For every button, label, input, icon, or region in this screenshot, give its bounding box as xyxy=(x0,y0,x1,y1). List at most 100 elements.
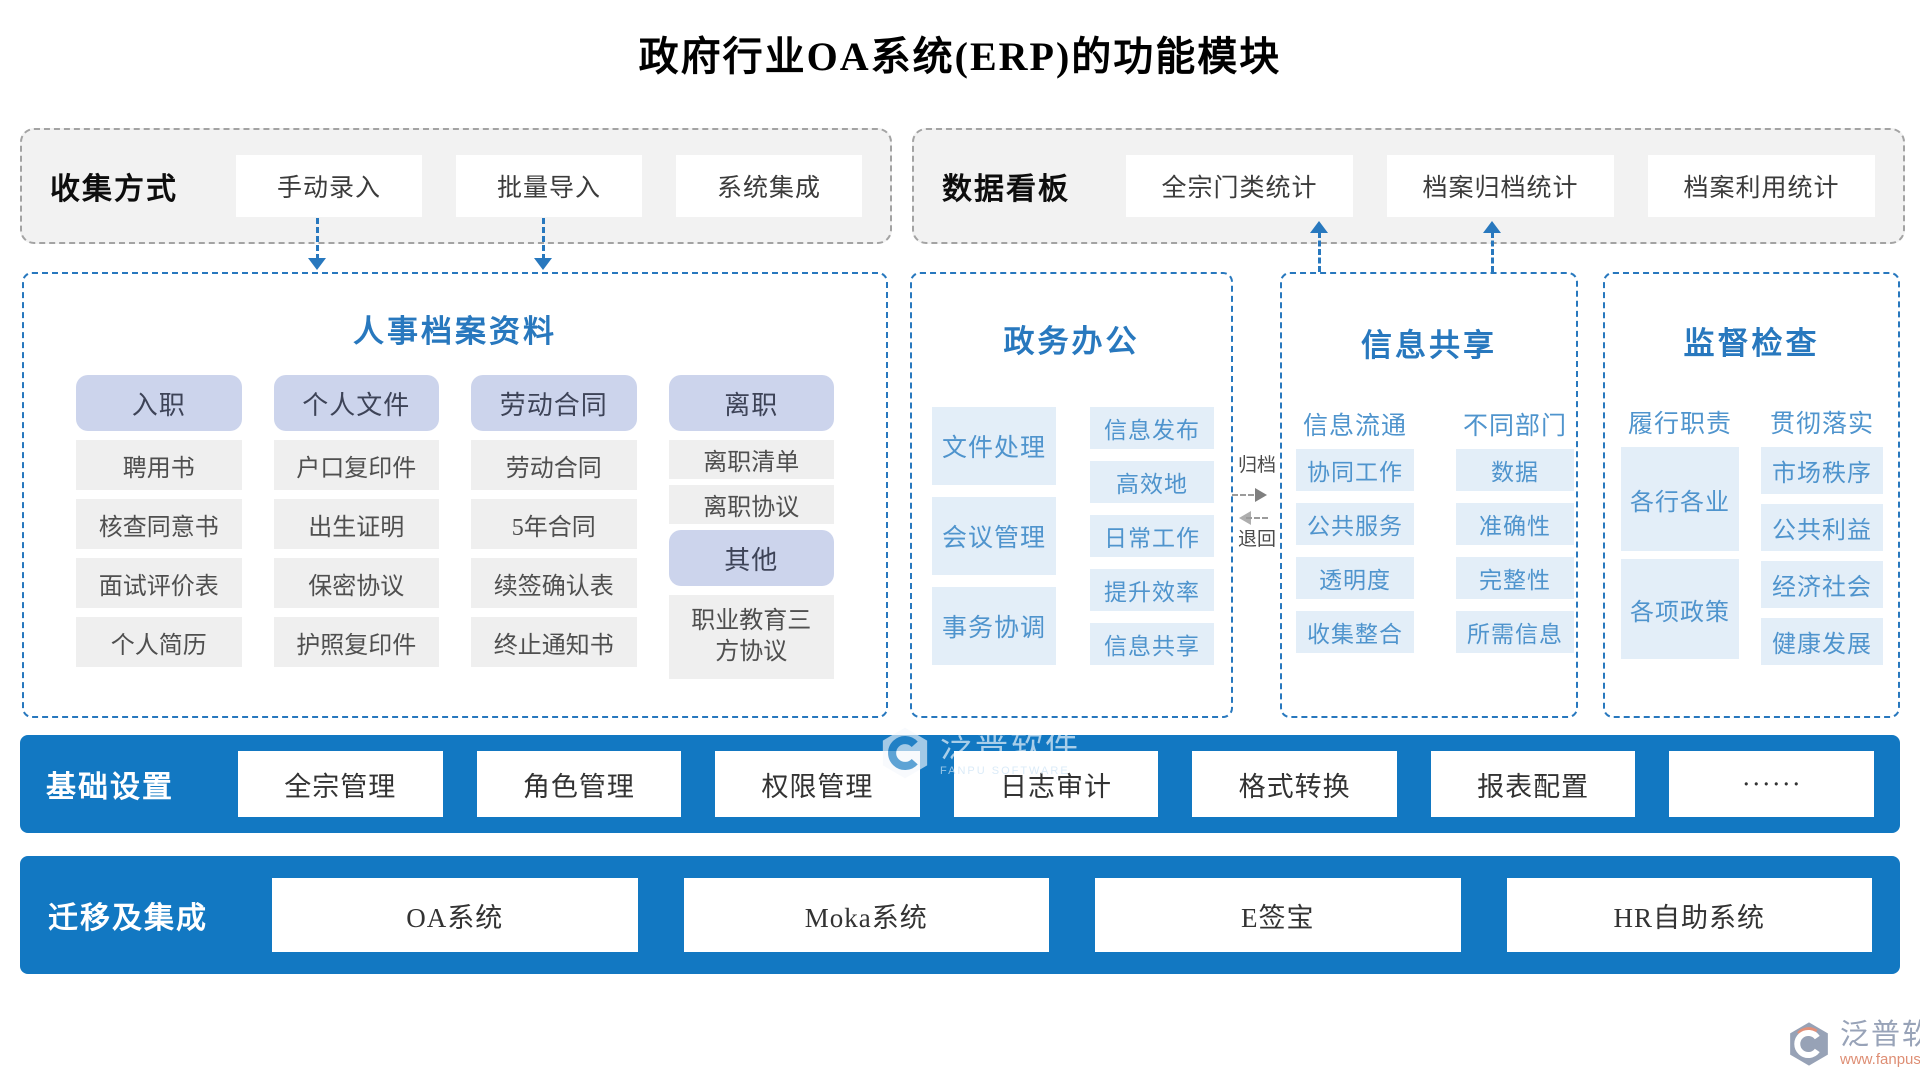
item-collect-integrate: 收集整合 xyxy=(1296,611,1414,653)
data-dashboard-panel: 数据看板 全宗门类统计 档案归档统计 档案利用统计 xyxy=(912,128,1905,244)
page-title: 政府行业OA系统(ERP)的功能模块 xyxy=(638,34,1282,79)
watermark-brand: 泛普软件 xyxy=(1840,1019,1920,1051)
item-improve-efficiency: 提升效率 xyxy=(1090,569,1214,611)
item-info-publishing: 信息发布 xyxy=(1090,407,1214,449)
item-healthy-development: 健康发展 xyxy=(1761,618,1883,665)
personnel-columns: 入职 聘用书 核查同意书 面试评价表 个人简历 个人文件 户口复印件 出生证明 … xyxy=(24,375,886,688)
collection-methods-panel: 收集方式 手动录入 批量导入 系统集成 xyxy=(20,128,892,244)
column-header-onboarding: 入职 xyxy=(76,375,242,431)
chip-oa-system: OA系统 xyxy=(272,878,638,952)
column-personal-documents: 个人文件 户口复印件 出生证明 保密协议 护照复印件 xyxy=(273,375,439,688)
info-sharing-left-column: 信息流通 协同工作 公共服务 透明度 收集整合 xyxy=(1296,405,1414,665)
gov-office-title: 政务办公 xyxy=(1003,324,1140,359)
chip-more-ellipsis: ······ xyxy=(1669,751,1875,817)
watermark-url: www.fanpusoft.com xyxy=(1840,1050,1920,1068)
item-transparency: 透明度 xyxy=(1296,557,1414,599)
header-different-departments: 不同部门 xyxy=(1462,413,1567,440)
chip-archive-usage-stats: 档案利用统计 xyxy=(1648,155,1875,217)
basic-settings-bar: 基础设置 全宗管理 角色管理 权限管理 日志审计 格式转换 报表配置 ·····… xyxy=(20,735,1900,833)
item-vocational-tripartite-agreement: 职业教育三方协议 xyxy=(668,595,834,679)
info-sharing-right-column: 不同部门 数据 准确性 完整性 所需信息 xyxy=(1456,405,1574,665)
item-resignation-agreement: 离职协议 xyxy=(668,485,834,524)
item-birth-certificate: 出生证明 xyxy=(273,499,439,549)
connector-line-up-2 xyxy=(1491,232,1494,272)
info-sharing-panel: 信息共享 信息流通 协同工作 公共服务 透明度 收集整合 不同部门 数据 准确性… xyxy=(1280,272,1578,718)
connector-line-up-1 xyxy=(1318,232,1321,272)
chip-moka-system: Moka系统 xyxy=(683,878,1049,952)
item-passport-copy: 护照复印件 xyxy=(273,617,439,667)
item-daily-work: 日常工作 xyxy=(1090,515,1214,557)
column-header-resignation: 离职 xyxy=(668,375,834,431)
item-all-policies: 各项政策 xyxy=(1621,559,1739,659)
chip-format-conversion: 格式转换 xyxy=(1192,751,1397,817)
gov-office-left-column: 文件处理 会议管理 事务协调 xyxy=(932,407,1056,677)
chip-log-audit: 日志审计 xyxy=(953,751,1159,817)
info-sharing-title: 信息共享 xyxy=(1361,328,1497,363)
header-perform-duties: 履行职责 xyxy=(1627,411,1732,438)
item-public-interest: 公共利益 xyxy=(1761,504,1883,551)
item-hukou-copy: 户口复印件 xyxy=(273,440,439,490)
chip-fonds-management: 全宗管理 xyxy=(238,751,443,817)
item-labor-contract: 劳动合同 xyxy=(471,440,637,490)
item-data: 数据 xyxy=(1456,449,1574,491)
chip-fonds-category-stats: 全宗门类统计 xyxy=(1126,155,1353,217)
arrow-down-icon xyxy=(308,258,326,279)
column-onboarding: 入职 聘用书 核查同意书 面试评价表 个人简历 xyxy=(76,375,242,688)
item-meeting-management: 会议管理 xyxy=(932,497,1056,575)
supervision-right-column: 贯彻落实 市场秩序 公共利益 经济社会 健康发展 xyxy=(1761,403,1883,675)
item-document-processing: 文件处理 xyxy=(932,407,1056,485)
item-interview-evaluation: 面试评价表 xyxy=(76,558,242,608)
flow-back-label: 退回 xyxy=(1237,529,1276,550)
column-header-other: 其他 xyxy=(668,530,834,586)
chip-manual-entry: 手动录入 xyxy=(236,155,422,217)
chip-hr-self-service: HR自助系统 xyxy=(1506,878,1872,952)
item-resignation-checklist: 离职清单 xyxy=(668,440,834,479)
chip-permission-management: 权限管理 xyxy=(715,751,920,817)
fanpu-logo-icon xyxy=(1790,1022,1828,1066)
supervision-columns: 履行职责 各行各业 各项政策 贯彻落实 市场秩序 公共利益 经济社会 健康发展 xyxy=(1605,403,1898,675)
gov-office-right-column: 信息发布 高效地 日常工作 提升效率 信息共享 xyxy=(1090,407,1214,677)
migration-integration-label: 迁移及集成 xyxy=(48,902,208,935)
item-employment-letter: 聘用书 xyxy=(76,440,242,490)
arrow-up-icon xyxy=(1310,212,1328,233)
arrow-right-icon xyxy=(1255,488,1274,502)
flow-line-right xyxy=(1232,494,1254,496)
item-all-industries: 各行各业 xyxy=(1621,447,1739,551)
item-public-service: 公共服务 xyxy=(1296,503,1414,545)
connector-line-down-1 xyxy=(316,218,319,260)
item-verification-consent: 核查同意书 xyxy=(76,499,242,549)
supervision-left-column: 履行职责 各行各业 各项政策 xyxy=(1621,403,1739,675)
item-efficiently: 高效地 xyxy=(1090,461,1214,503)
migration-integration-bar: 迁移及集成 OA系统 Moka系统 E签宝 HR自助系统 xyxy=(20,856,1900,974)
supervision-panel: 监督检查 履行职责 各行各业 各项政策 贯彻落实 市场秩序 公共利益 经济社会 … xyxy=(1603,272,1900,718)
basic-settings-label: 基础设置 xyxy=(46,771,174,804)
item-accuracy: 准确性 xyxy=(1456,503,1574,545)
column-labor-contract: 劳动合同 劳动合同 5年合同 续签确认表 终止通知书 xyxy=(471,375,637,688)
gov-office-panel: 政务办公 文件处理 会议管理 事务协调 信息发布 高效地 日常工作 提升效率 信… xyxy=(910,272,1233,718)
item-renewal-confirmation: 续签确认表 xyxy=(471,558,637,608)
chip-report-configuration: 报表配置 xyxy=(1430,751,1636,817)
column-header-personal-documents: 个人文件 xyxy=(273,375,439,431)
item-affairs-coordination: 事务协调 xyxy=(932,587,1056,665)
item-nda: 保密协议 xyxy=(273,558,439,608)
item-completeness: 完整性 xyxy=(1456,557,1574,599)
item-termination-notice: 终止通知书 xyxy=(471,617,637,667)
header-info-circulation: 信息流通 xyxy=(1302,413,1407,440)
chip-role-management: 角色管理 xyxy=(476,751,682,817)
arrow-up-icon xyxy=(1483,212,1501,233)
chip-system-integration: 系统集成 xyxy=(676,155,862,217)
header-implementation: 贯彻落实 xyxy=(1769,411,1874,438)
item-economy-society: 经济社会 xyxy=(1761,561,1883,608)
flow-archive-label: 归档 xyxy=(1237,455,1276,476)
data-dashboard-label: 数据看板 xyxy=(942,173,1070,206)
personnel-archive-panel: 人事档案资料 入职 聘用书 核查同意书 面试评价表 个人简历 个人文件 户口复印… xyxy=(22,272,888,718)
arrow-left-icon xyxy=(1232,511,1251,525)
info-sharing-columns: 信息流通 协同工作 公共服务 透明度 收集整合 不同部门 数据 准确性 完整性 … xyxy=(1282,405,1576,665)
collection-methods-label: 收集方式 xyxy=(50,173,178,206)
column-header-labor-contract: 劳动合同 xyxy=(471,375,637,431)
supervision-title: 监督检查 xyxy=(1683,326,1820,361)
connector-line-down-2 xyxy=(542,218,545,260)
item-needed-info: 所需信息 xyxy=(1456,611,1574,653)
item-collaborative-work: 协同工作 xyxy=(1296,449,1414,491)
personnel-archive-title: 人事档案资料 xyxy=(353,314,557,349)
